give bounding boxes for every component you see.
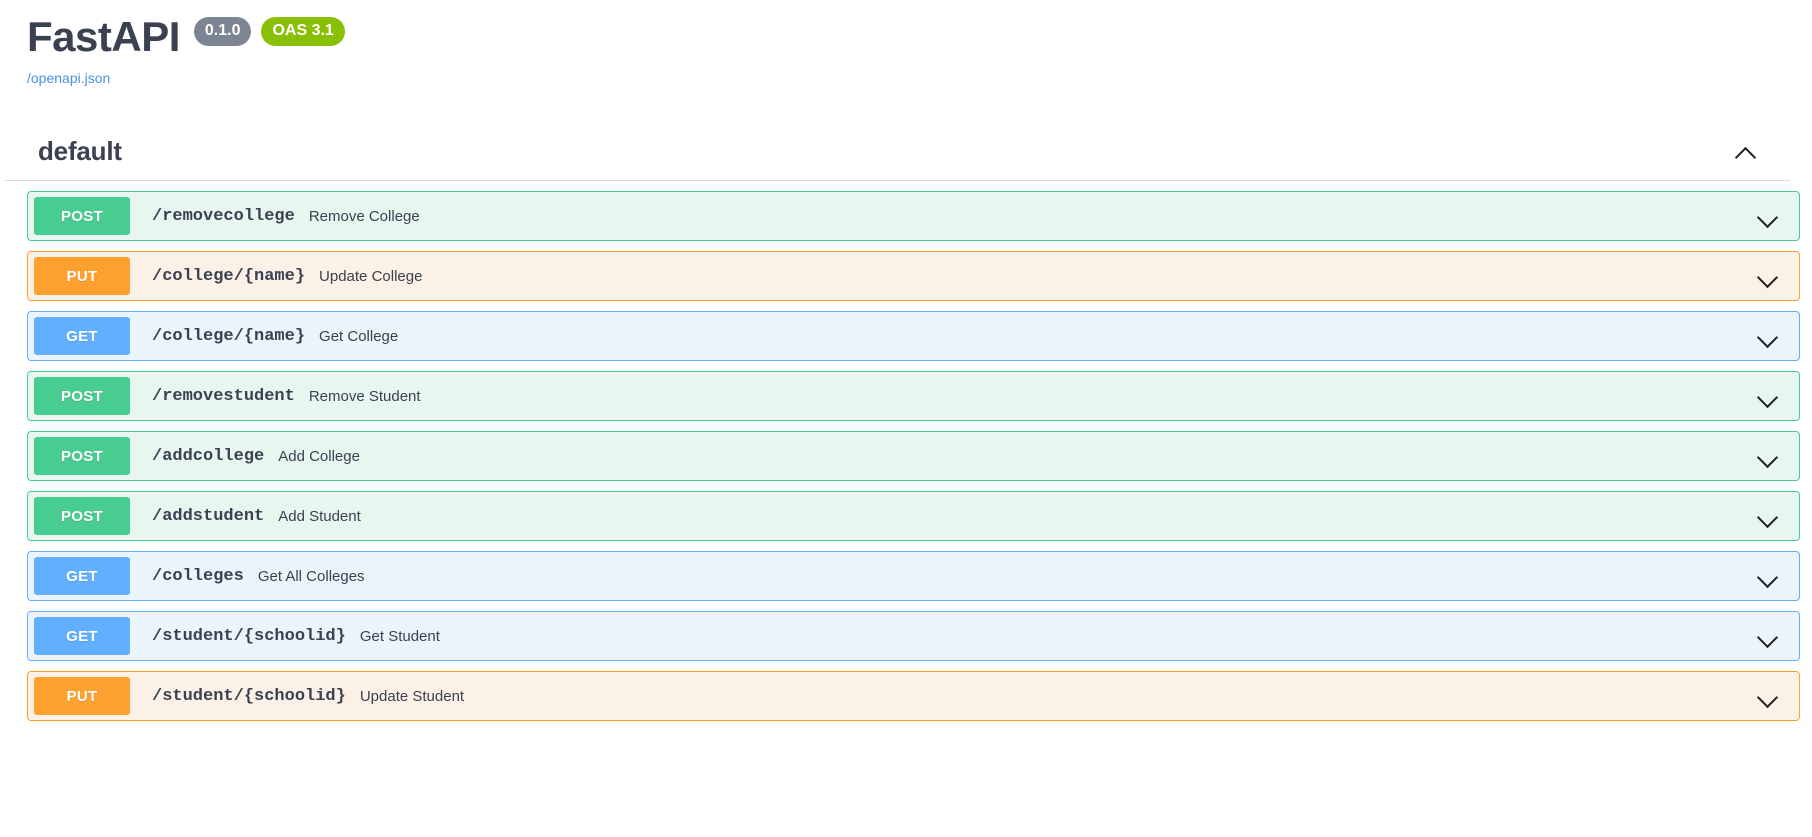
chevron-down-icon[interactable] [1757, 383, 1783, 409]
operation-row[interactable]: POST/removecollege Remove College [27, 191, 1800, 242]
operation-row[interactable]: GET/student/{schoolid} Get Student [27, 611, 1800, 662]
operation-summary: Remove Student [308, 387, 421, 405]
operation-path: /student/{schoolid} [152, 626, 346, 646]
operation-expand-toggle[interactable] [1755, 503, 1785, 529]
operation-method-badge: POST [34, 497, 130, 536]
operation-path: /college/{name} [152, 266, 306, 286]
operation-method-badge: POST [34, 377, 130, 416]
operation-row[interactable]: GET/college/{name} Get College [27, 311, 1800, 362]
page-title: FastAPI [27, 13, 180, 60]
tag-name-label: default [38, 136, 122, 167]
operation-path: /removestudent [152, 386, 295, 406]
operation-path: /addcollege [152, 446, 265, 466]
api-info-block: FastAPI 0.1.0 OAS 3.1 /openapi.json [0, 0, 1812, 88]
operation-expand-toggle[interactable] [1755, 683, 1785, 709]
operation-expand-toggle[interactable] [1755, 443, 1785, 469]
operation-method-badge: GET [34, 317, 130, 356]
operation-method-badge: PUT [34, 677, 130, 716]
operation-summary: Get Student [359, 627, 440, 645]
operation-path: /student/{schoolid} [152, 686, 346, 706]
operation-path: /addstudent [152, 506, 265, 526]
openapi-spec-link[interactable]: /openapi.json [27, 70, 111, 87]
operation-summary: Remove College [308, 207, 420, 225]
swagger-ui-root: FastAPI 0.1.0 OAS 3.1 /openapi.json defa… [0, 0, 1812, 721]
operation-summary: Add Student [278, 507, 361, 525]
operation-method-badge: GET [34, 617, 130, 656]
operation-path: /college/{name} [152, 326, 306, 346]
operation-summary: Update Student [359, 687, 465, 705]
operation-summary: Get All Colleges [257, 567, 365, 585]
operation-expand-toggle[interactable] [1755, 623, 1785, 649]
oas-version-badge: OAS 3.1 [261, 16, 345, 46]
operation-method-badge: PUT [34, 257, 130, 296]
tag-section-default: default POST/removecollege Remove College… [0, 136, 1812, 722]
chevron-down-icon[interactable] [1757, 623, 1783, 649]
operation-expand-toggle[interactable] [1755, 203, 1785, 229]
operation-path: /colleges [152, 566, 244, 586]
operation-row[interactable]: POST/addcollege Add College [27, 431, 1800, 482]
operation-summary: Update College [319, 267, 423, 285]
operation-expand-toggle[interactable] [1755, 263, 1785, 289]
chevron-up-icon[interactable] [1735, 139, 1761, 165]
chevron-down-icon[interactable] [1757, 323, 1783, 349]
api-version-badge: 0.1.0 [193, 16, 252, 46]
operation-summary: Add College [278, 447, 360, 465]
operation-expand-toggle[interactable] [1755, 383, 1785, 409]
chevron-down-icon[interactable] [1757, 563, 1783, 589]
operation-expand-toggle[interactable] [1755, 323, 1785, 349]
operation-row[interactable]: PUT/student/{schoolid} Update Student [27, 671, 1800, 722]
chevron-down-icon[interactable] [1757, 683, 1783, 709]
api-title-row: FastAPI 0.1.0 OAS 3.1 [27, 13, 1812, 60]
operation-row[interactable]: PUT/college/{name} Update College [27, 251, 1800, 302]
operation-method-badge: POST [34, 197, 130, 236]
operation-path: /removecollege [152, 206, 295, 226]
chevron-down-icon[interactable] [1757, 443, 1783, 469]
operation-row[interactable]: POST/addstudent Add Student [27, 491, 1800, 542]
operation-row[interactable]: POST/removestudent Remove Student [27, 371, 1800, 422]
tag-header-default[interactable]: default [5, 136, 1790, 182]
operation-summary: Get College [319, 327, 399, 345]
operation-expand-toggle[interactable] [1755, 563, 1785, 589]
operation-method-badge: POST [34, 437, 130, 476]
chevron-down-icon[interactable] [1757, 503, 1783, 529]
operation-row[interactable]: GET/colleges Get All Colleges [27, 551, 1800, 602]
chevron-down-icon[interactable] [1757, 203, 1783, 229]
chevron-down-icon[interactable] [1757, 263, 1783, 289]
operation-method-badge: GET [34, 557, 130, 596]
